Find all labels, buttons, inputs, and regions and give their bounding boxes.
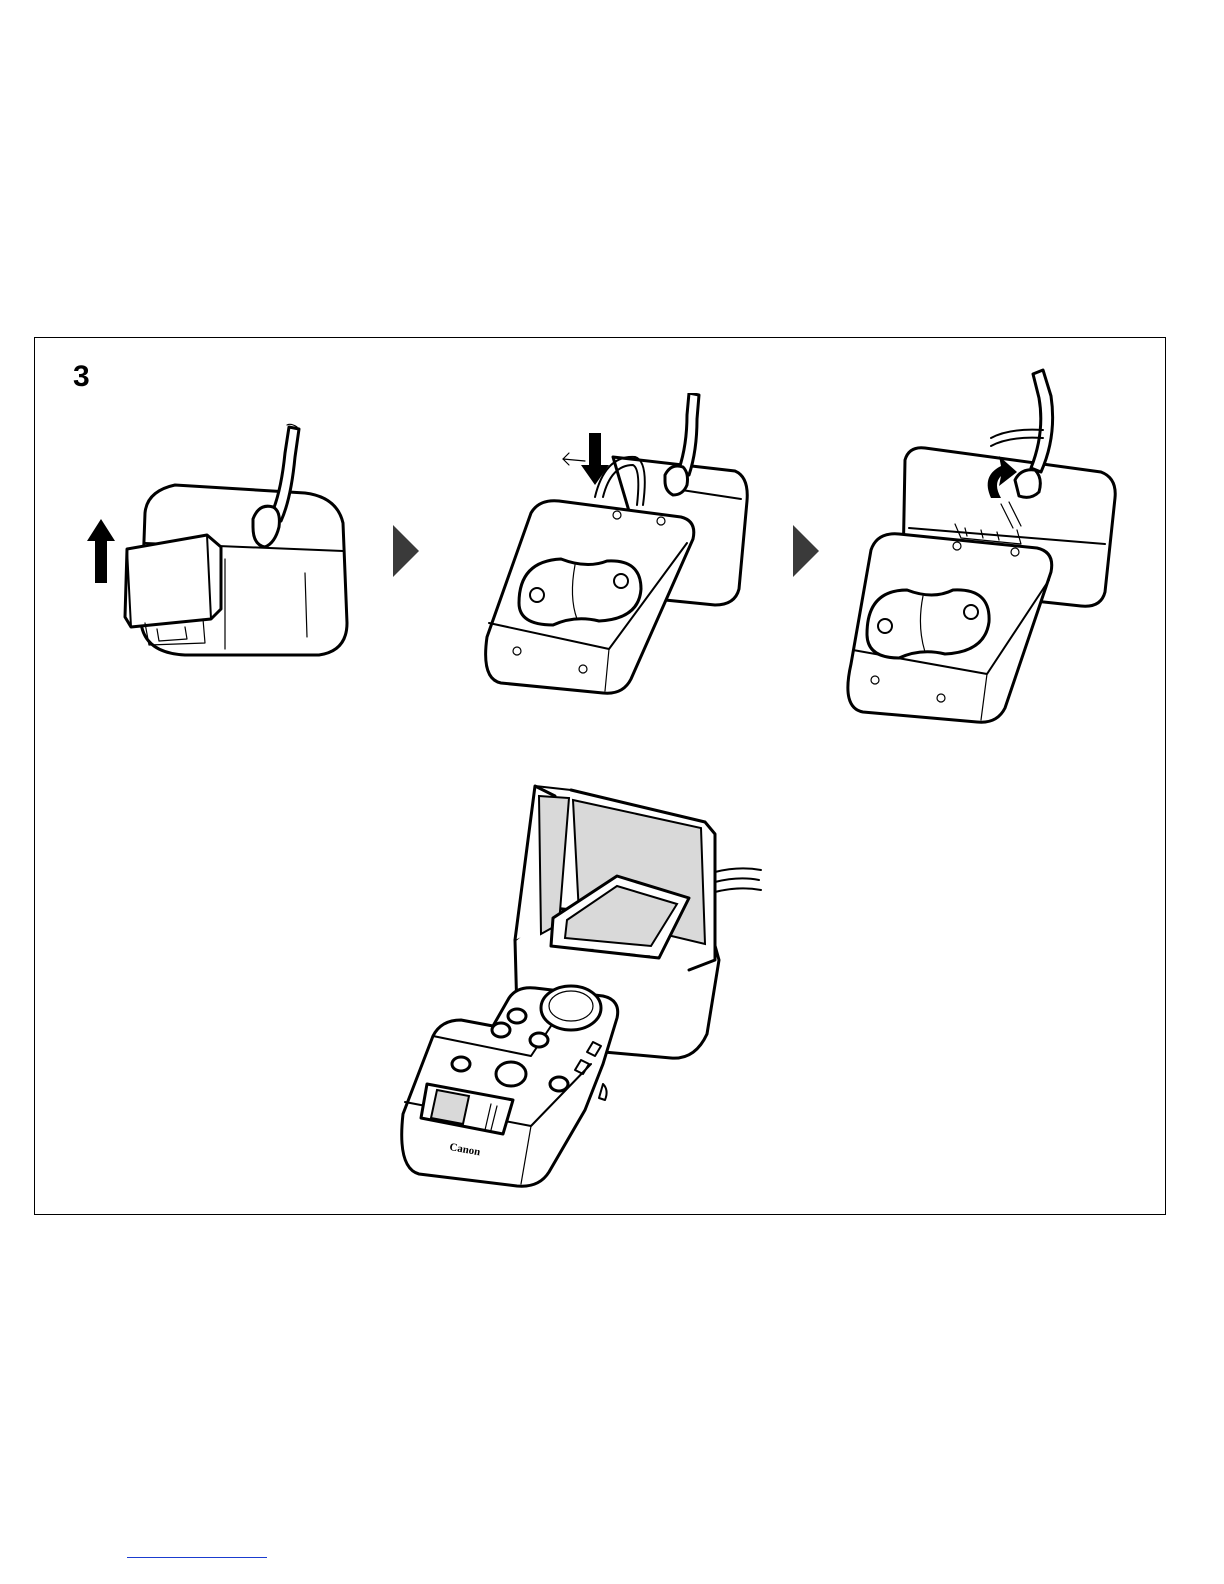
svg-text:≡: ≡ (589, 947, 594, 954)
remove-cover-illustration (75, 423, 395, 673)
svg-text:▭: ▭ (625, 951, 631, 958)
assembled-device-illustration: ≡ ▭ ▭ Canon (389, 774, 769, 1194)
svg-text:▭: ▭ (645, 953, 651, 960)
next-step-arrow-icon (391, 523, 421, 579)
footer-link-underline (127, 1557, 267, 1558)
attach-controller-illustration (435, 393, 755, 703)
figure-frame: 3 (34, 337, 1166, 1215)
lock-lever-illustration (805, 368, 1125, 728)
step-number: 3 (73, 362, 90, 392)
